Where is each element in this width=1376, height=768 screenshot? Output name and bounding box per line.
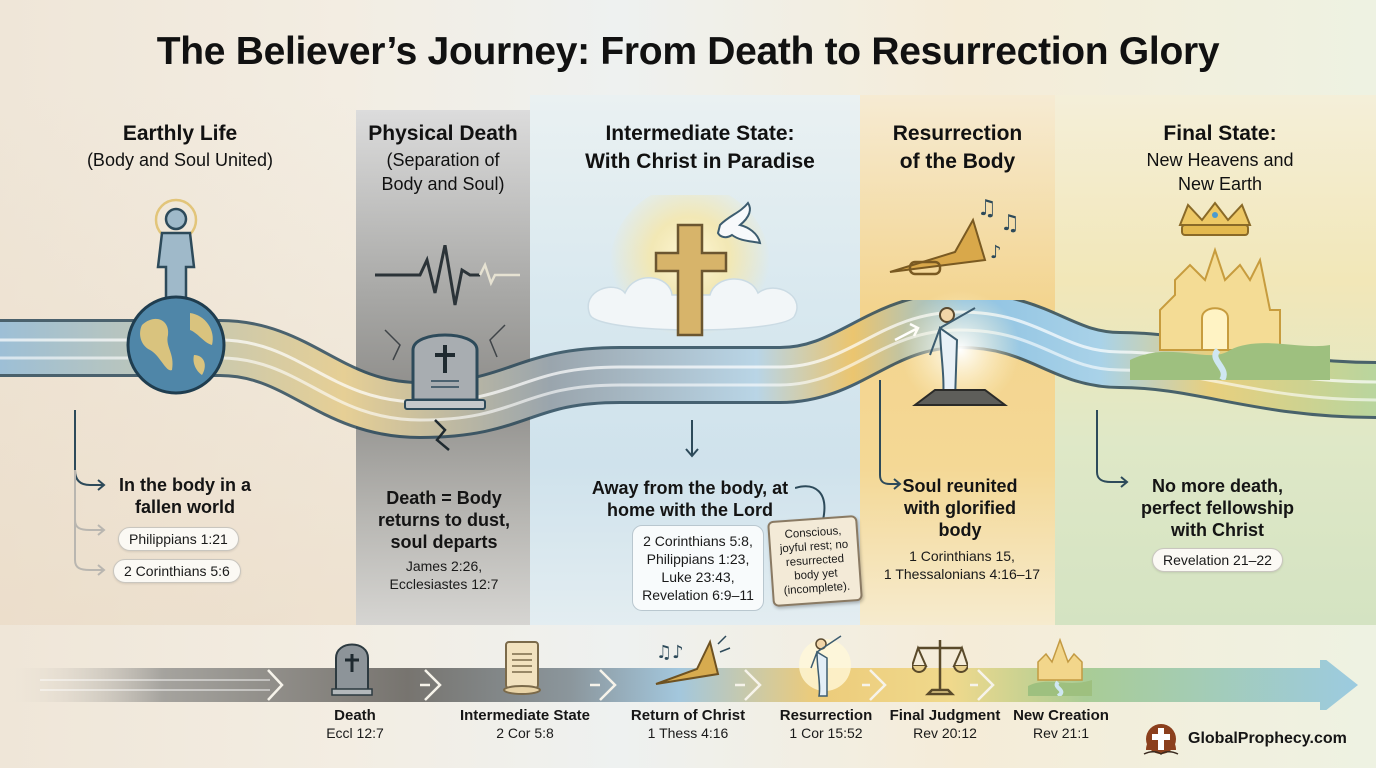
timeline-item-final-judgment: Final Judgment Rev 20:12 (870, 707, 1020, 742)
timeline-item-resurrection: Resurrection 1 Cor 15:52 (751, 707, 901, 742)
timeline-ref: 1 Cor 15:52 (789, 725, 863, 741)
reference-pill: Philippians 1:21 (118, 527, 239, 551)
heading-subtitle: New Heavens and New Earth (1146, 150, 1294, 194)
svg-text:♫♪: ♫♪ (656, 642, 684, 663)
heading-title: Physical Death (368, 122, 518, 145)
heading-title: Resurrection (892, 122, 1023, 145)
connector-arrow-resurrection (879, 380, 902, 490)
timeline-ref: 2 Cor 5:8 (496, 725, 554, 741)
svg-text:♫: ♫ (977, 196, 997, 221)
cross-dove-clouds-icon (587, 195, 798, 345)
timeline-ref: Rev 20:12 (913, 725, 977, 741)
heading-title: Final State: (1163, 122, 1277, 145)
timeline-ref: Rev 21:1 (1032, 725, 1090, 741)
note-card-intermediate: Conscious, joyful rest; no resurrected b… (767, 514, 863, 608)
svg-text:♫: ♫ (1000, 211, 1020, 236)
timeline-label: Resurrection (779, 707, 873, 724)
scales-icon (912, 640, 968, 696)
timeline-ref: 1 Thess 4:16 (647, 725, 729, 741)
reference-text: 1 Thessalonians 4:16–17 (883, 566, 1041, 582)
heading-title: Earthly Life (122, 122, 238, 145)
brand-name: GlobalProphecy.com (1188, 730, 1347, 747)
timeline-label: Intermediate State (459, 707, 591, 724)
rising-figure-icon (799, 635, 851, 697)
description-final-state: No more death, perfect fellowship with C… (1140, 476, 1295, 540)
scroll-icon (503, 641, 541, 695)
timeline-item-death: Death Eccl 12:7 (280, 707, 430, 742)
crown-golden-city-icon (1130, 201, 1330, 380)
connector-arrows-earthly (74, 410, 106, 576)
heading-subtitle: of the Body (899, 150, 1016, 173)
connector-arrow-final (1096, 410, 1129, 488)
timeline-label: Return of Christ (630, 707, 746, 724)
references-resurrection: 1 Corinthians 15, 1 Thessalonians 4:16–1… (872, 547, 1052, 583)
timeline-item-new-creation: New Creation Rev 21:1 (986, 707, 1136, 742)
reference-text: Revelation 6:9–11 (642, 587, 754, 603)
brand-logo[interactable]: GlobalProphecy.com (1142, 722, 1347, 756)
trumpet-icon: ♫♪ (655, 635, 731, 685)
heading-subtitle: With Christ in Paradise (585, 150, 815, 173)
svg-text:♪: ♪ (990, 242, 1002, 263)
reference-pill: 2 Corinthians 5:6 (113, 559, 241, 583)
person-on-globe-icon (126, 198, 226, 395)
down-arrow-icon (685, 420, 699, 458)
heading-subtitle: (Body and Soul United) (86, 150, 274, 170)
trumpet-rising-figure-icon: ♫ ♫ ♪ (889, 196, 1020, 410)
references-intermediate-state: 2 Corinthians 5:8, Philippians 1:23, Luk… (632, 525, 764, 611)
tombstone-icon (331, 643, 373, 696)
tombstone-heartbeat-icon (375, 245, 520, 451)
golden-city-icon (1028, 637, 1092, 696)
reference-text: 2 Corinthians 5:8, (643, 533, 753, 549)
timeline-label: Death (334, 707, 376, 724)
reference-text: Philippians 1:23, (646, 551, 750, 567)
references-physical-death: James 2:26, Ecclesiastes 12:7 (366, 557, 522, 593)
reference-text: Luke 23:43, (661, 569, 735, 585)
description-intermediate-state: Away from the body, at home with the Lor… (591, 478, 789, 520)
heading-resurrection: Resurrection of the Body (870, 120, 1045, 176)
description-resurrection: Soul reunited with glorified body (902, 476, 1018, 540)
reference-text: James 2:26, (405, 558, 483, 574)
timeline-ref: Eccl 12:7 (326, 725, 384, 741)
note-string (795, 485, 826, 521)
heading-subtitle: (Separation of Body and Soul) (381, 150, 505, 194)
page-title: The Believer’s Journey: From Death to Re… (156, 30, 1220, 73)
cross-bible-logo-icon (1143, 724, 1179, 755)
reference-text: 1 Corinthians 15, (909, 548, 1015, 564)
heading-intermediate-state: Intermediate State: With Christ in Parad… (560, 120, 840, 176)
timeline-item-return-of-christ: Return of Christ 1 Thess 4:16 (613, 707, 763, 742)
heading-final-state: Final State: New Heavens and New Earth (1110, 120, 1330, 196)
timeline-item-intermediate-state: Intermediate State 2 Cor 5:8 (450, 707, 600, 742)
description-physical-death: Death = Body returns to dust, soul depar… (377, 488, 510, 552)
heading-earthly-life: Earthly Life (Body and Soul United) (40, 120, 320, 172)
reference-pill: Revelation 21–22 (1152, 548, 1283, 572)
heading-title: Intermediate State: (605, 122, 795, 145)
description-earthly-life: In the body in a fallen world (118, 475, 251, 517)
timeline-label: Final Judgment (889, 707, 1001, 724)
reference-text: Ecclesiastes 12:7 (389, 576, 499, 592)
heading-physical-death: Physical Death (Separation of Body and S… (356, 120, 530, 196)
timeline-label: New Creation (1013, 707, 1109, 724)
